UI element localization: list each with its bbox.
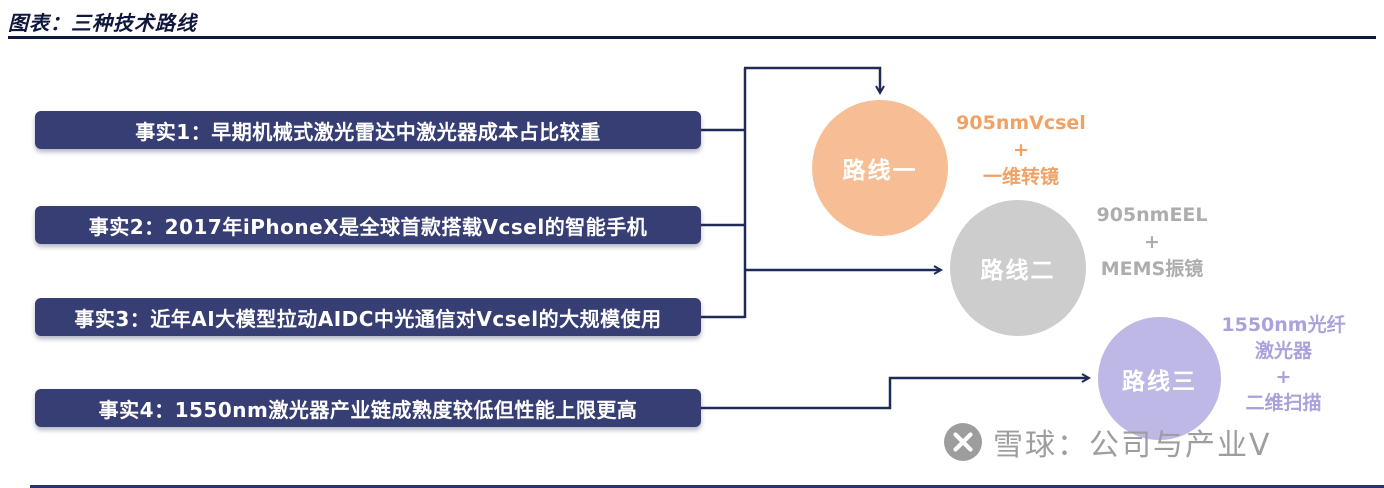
route-name-1: 路线一 bbox=[842, 158, 918, 184]
route-label-2-line-3: MEMS振镜 bbox=[1100, 258, 1204, 280]
route-label-3-line-3: + bbox=[1275, 366, 1292, 388]
fact-box-3: 事实3：近年AI大模型拉动AIDC中光通信对Vcsel的大规模使用 bbox=[35, 298, 701, 336]
fact-label-3: 事实3：近年AI大模型拉动AIDC中光通信对Vcsel的大规模使用 bbox=[74, 306, 662, 331]
route-label-1-line-1: 905nmVcsel bbox=[956, 112, 1086, 134]
route-label-3: 1550nm光纤 激光器 + 二维扫描 bbox=[1216, 312, 1351, 416]
route-label-1-line-3: 一维转镜 bbox=[982, 166, 1059, 188]
route-label-3-line-1: 1550nm光纤 bbox=[1221, 314, 1346, 336]
bottom-border-line bbox=[30, 485, 1384, 488]
title-underline bbox=[8, 36, 1376, 39]
route-label-3-line-2: 激光器 bbox=[1254, 340, 1312, 362]
watermark-text: 雪球：公司与产业V bbox=[993, 428, 1272, 463]
page-title: 图表：三种技术路线 bbox=[8, 11, 197, 35]
route-label-1-line-2: + bbox=[1013, 139, 1029, 161]
fact-label-2: 事实2：2017年iPhoneX是全球首款搭载Vcsel的智能手机 bbox=[88, 214, 648, 239]
fact-box-2: 事实2：2017年iPhoneX是全球首款搭载Vcsel的智能手机 bbox=[35, 206, 701, 244]
watermark: 雪球：公司与产业V bbox=[943, 420, 1272, 464]
route-circle-3: 路线三 bbox=[1098, 317, 1221, 440]
route-name-2: 路线二 bbox=[980, 258, 1056, 284]
fact-label-1: 事实1：早期机械式激光雷达中激光器成本占比较重 bbox=[135, 119, 601, 144]
route-label-2-line-2: + bbox=[1144, 231, 1160, 253]
route-label-1: 905nmVcsel + 一维转镜 bbox=[946, 110, 1096, 191]
fact-box-4: 事实4：1550nm激光器产业链成熟度较低但性能上限更高 bbox=[35, 389, 701, 427]
route-name-3: 路线三 bbox=[1122, 368, 1197, 395]
route-label-3-line-4: 二维扫描 bbox=[1245, 392, 1322, 414]
snowball-logo-icon bbox=[944, 423, 982, 461]
fact-label-4: 事实4：1550nm激光器产业链成熟度较低但性能上限更高 bbox=[98, 397, 638, 422]
route-circle-1: 路线一 bbox=[812, 100, 948, 236]
fact-box-1: 事实1：早期机械式激光雷达中激光器成本占比较重 bbox=[35, 111, 701, 149]
route-label-2-line-1: 905nmEEL bbox=[1096, 204, 1208, 226]
route-circle-2: 路线二 bbox=[950, 200, 1086, 336]
route-label-2: 905nmEEL + MEMS振镜 bbox=[1082, 202, 1222, 283]
